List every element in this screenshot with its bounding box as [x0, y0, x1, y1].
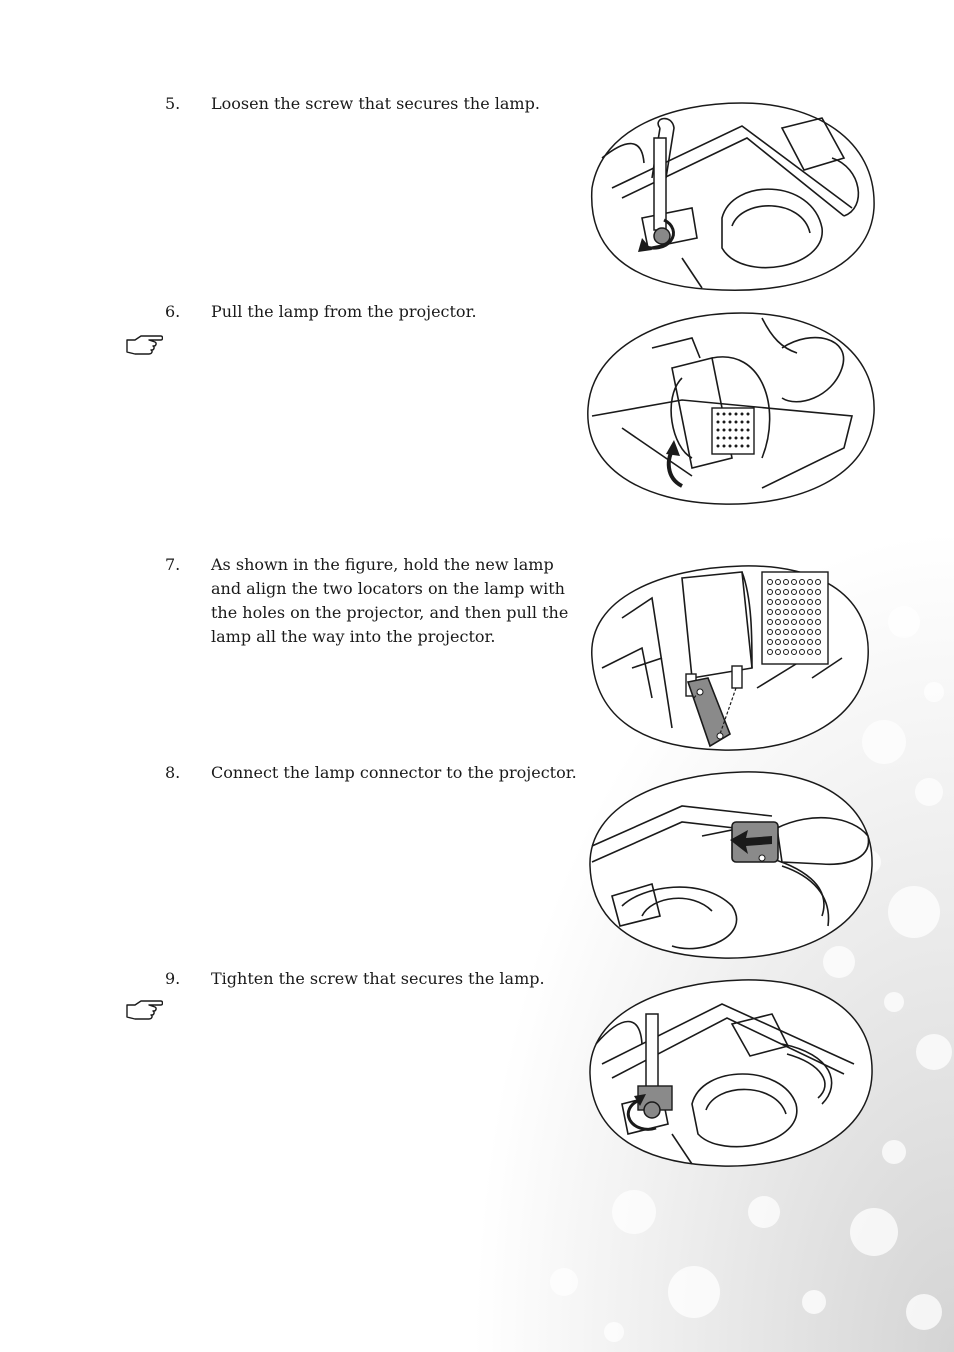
step-6-figure: [582, 308, 878, 508]
screwdriver-loosen-illustration: [591, 102, 875, 291]
step-5-number: 5.: [165, 94, 181, 113]
step-8-text: Connect the lamp connector to the projec…: [211, 763, 577, 782]
screwdriver-tighten-illustration: [589, 979, 873, 1167]
step-8-figure: [582, 766, 878, 962]
step-6-text: Pull the lamp from the projector.: [211, 302, 477, 321]
step-7-text: As shown in the figure, hold the new lam…: [211, 555, 569, 646]
step-6-number: 6.: [165, 302, 181, 321]
step-9-figure: [582, 974, 878, 1170]
step-7-number: 7.: [165, 555, 181, 574]
step-5-text: Loosen the screw that secures the lamp.: [211, 94, 540, 113]
pull-lamp-illustration: [587, 312, 875, 505]
pointing-hand-icon: [126, 335, 163, 355]
step-9-text: Tighten the screw that secures the lamp.: [211, 969, 545, 988]
step-7-figure: [582, 558, 878, 754]
step-9-number: 9.: [165, 969, 181, 988]
insert-lamp-illustration: [591, 565, 869, 751]
pointing-hand-icon: [126, 1000, 163, 1020]
connect-connector-illustration: [589, 771, 873, 959]
step-8-number: 8.: [165, 763, 181, 782]
step-5-figure: [582, 98, 878, 294]
